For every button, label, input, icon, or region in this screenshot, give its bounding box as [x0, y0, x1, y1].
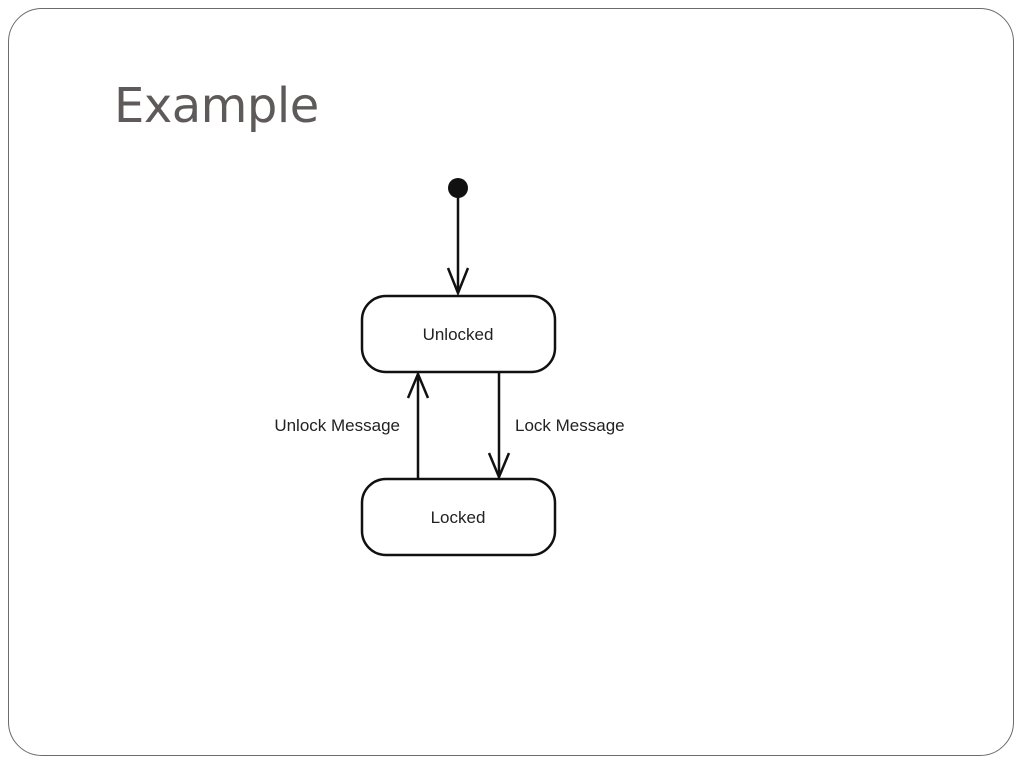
- state-unlocked-label: Unlocked: [423, 325, 494, 344]
- initial-transition-arrowhead: [446, 267, 470, 297]
- slide-frame: [8, 8, 1014, 756]
- unlock-transition-arrowhead: [406, 370, 430, 399]
- state-locked-label: Locked: [431, 508, 486, 527]
- state-locked: [360, 477, 557, 557]
- slide-title: Example: [114, 78, 319, 134]
- unlock-transition-label: Unlock Message: [274, 416, 400, 435]
- initial-state-dot: [448, 178, 468, 198]
- lock-transition-label: Lock Message: [515, 416, 625, 435]
- state-unlocked: [360, 294, 557, 374]
- lock-transition-arrowhead: [487, 452, 511, 481]
